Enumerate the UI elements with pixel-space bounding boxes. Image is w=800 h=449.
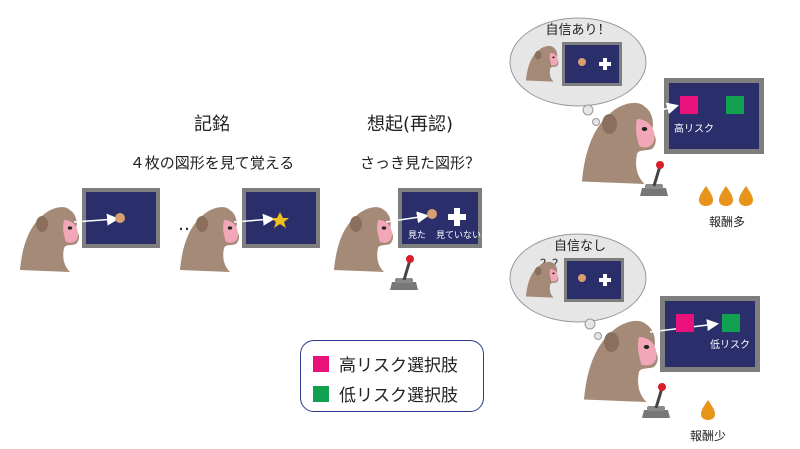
legend-item-low-risk: 低リスク選択肢 <box>313 381 458 406</box>
legend-swatch-high-risk <box>313 355 329 372</box>
monkey-encode-1 <box>20 207 79 272</box>
thought-confident-label: 自信あり！ <box>545 23 610 38</box>
monkey-recall <box>334 207 393 272</box>
monkey-unsure <box>584 320 658 402</box>
reward-drops-few <box>701 400 715 420</box>
screen-recall: 見た 見ていない <box>385 188 482 248</box>
legend-item-high-risk: 高リスク選択肢 <box>313 351 458 376</box>
recall-subtitle: さっき見た図形？ <box>360 154 480 172</box>
legend: 高リスク選択肢 低リスク選択肢 <box>300 340 484 412</box>
reward-drops-many <box>699 186 753 206</box>
thought-bubble-confident: 自信あり！ <box>509 17 647 126</box>
drop-icon <box>701 400 715 420</box>
recall-title: 想起(再認) <box>367 114 453 135</box>
encode-title: 記銘 <box>194 114 230 135</box>
star-stimulus-icon <box>271 212 289 228</box>
joystick-unsure <box>640 381 672 420</box>
screen-encode-1 <box>73 188 160 248</box>
low-risk-choice <box>722 314 740 332</box>
low-risk-choice <box>726 96 744 114</box>
high-risk-choice <box>676 314 694 332</box>
legend-label-high-risk: 高リスク選択肢 <box>339 356 458 376</box>
drop-icon <box>699 186 713 206</box>
unseen-label: 見ていない <box>436 230 481 241</box>
legend-label-low-risk: 低リスク選択肢 <box>339 386 458 406</box>
encode-subtitle: ４枚の図形を見て覚える <box>130 154 295 172</box>
screen-confident-label: 高リスク <box>674 122 714 135</box>
high-risk-choice <box>680 96 698 114</box>
stimulus-icon <box>115 213 125 223</box>
screen-unsure: 低リスク <box>649 296 760 372</box>
cross-icon <box>448 208 466 226</box>
drop-icon <box>739 186 753 206</box>
seen-label: 見た <box>408 230 426 241</box>
screen-confident: 高リスク <box>653 78 764 154</box>
thought-bubble-unsure: 自信なし ？？ <box>509 233 647 340</box>
reward-few-label: 報酬少 <box>690 429 726 443</box>
screen-unsure-label: 低リスク <box>710 338 750 351</box>
reward-many-label: 報酬多 <box>709 215 745 229</box>
joystick-recall <box>388 253 420 292</box>
drop-icon <box>719 186 733 206</box>
screen-encode-2 <box>233 188 320 248</box>
thought-unsure-label: 自信なし <box>554 239 606 254</box>
joystick-confident <box>638 159 670 198</box>
legend-swatch-low-risk <box>313 385 329 402</box>
seen-stimulus-icon <box>427 209 437 219</box>
monkey-confident <box>582 102 656 184</box>
